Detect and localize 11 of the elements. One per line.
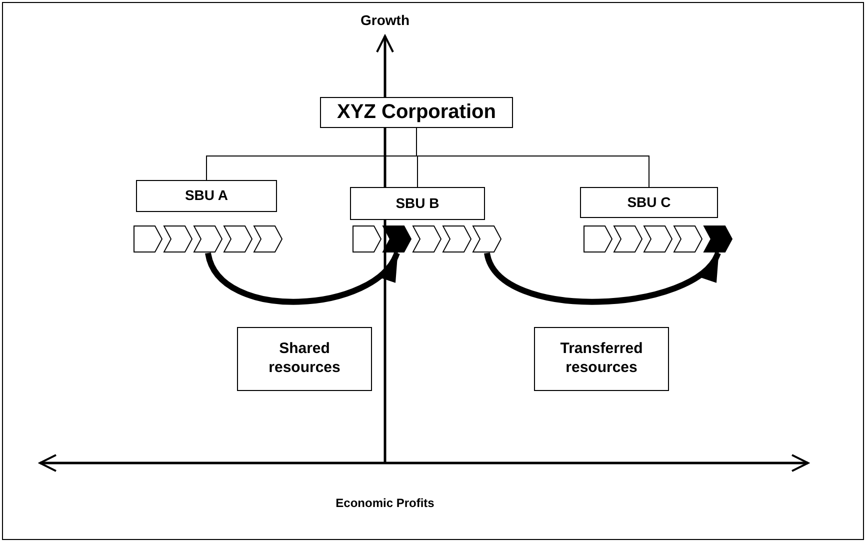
axis-label: Economic Profits <box>334 496 436 510</box>
corporation-box: XYZ Corporation <box>320 97 513 128</box>
note-box: Transferred resources <box>534 327 669 391</box>
business-unit-box: SBU B <box>350 187 485 220</box>
curved-arrow <box>484 250 721 305</box>
note-box: Shared resources <box>237 327 372 391</box>
business-unit-box: SBU C <box>580 187 718 218</box>
business-unit-box: SBU A <box>136 180 277 212</box>
axis-label: Growth <box>360 12 410 28</box>
connector-line <box>416 128 650 188</box>
curved-arrow <box>205 250 400 305</box>
